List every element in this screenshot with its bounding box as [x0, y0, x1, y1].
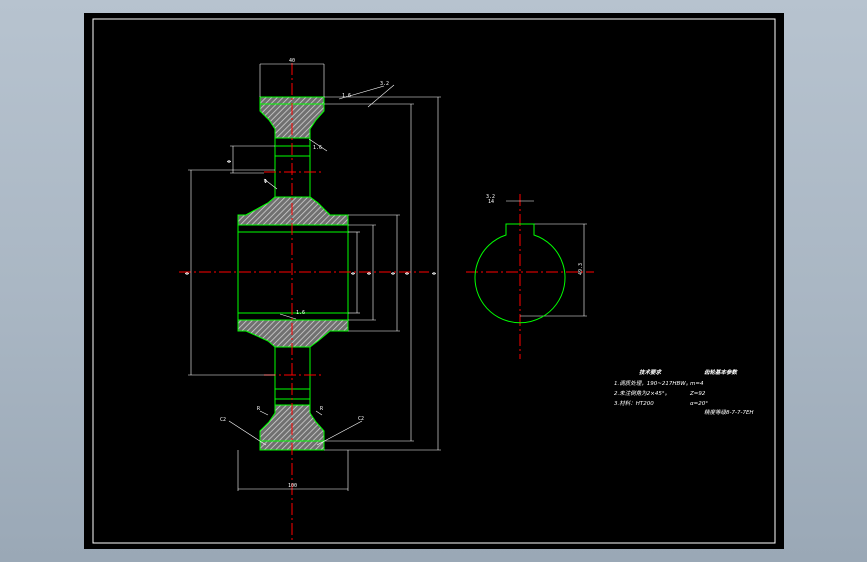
outer-dia-dim: Φ [432, 272, 438, 275]
rim-width-dim: 40 [289, 58, 295, 64]
center-lines [179, 63, 594, 541]
keyway-width-dim: 14 [488, 199, 494, 205]
chamfer-right: C2 [358, 416, 364, 422]
gear-section-view [237, 96, 349, 451]
chamfer-top-left: R [257, 406, 261, 412]
gear-parameters: 齿轮基本参数 m=4 Z=92 α=20° 精度等级8-7-7-7EH [689, 369, 754, 416]
bore-dia-dim: Φ [351, 272, 357, 275]
gear-param-teeth: Z=92 [689, 391, 706, 397]
chamfer-top-right: R [320, 406, 324, 412]
rim-inner-dia-dim: Φ [264, 179, 267, 185]
roughness-rim: 1.6 [342, 93, 351, 99]
gear-param-angle: α=20° [690, 401, 708, 407]
chamfer-left: C2 [220, 417, 226, 423]
drawing-sheet: 40 100 Φ Φ Φ Φ Φ Φ Φ Φ 14 49.3 1.6 3.2 1… [84, 13, 784, 549]
gear-params-title: 齿轮基本参数 [704, 369, 739, 376]
roughness-face: 3.2 [380, 81, 389, 87]
tech-req-item-3: 3.材料：HT200 [614, 400, 654, 407]
drawing-frame [92, 18, 776, 544]
hub-bore-dia-dim: Φ [367, 272, 373, 275]
cad-drawing: 40 100 Φ Φ Φ Φ Φ Φ Φ Φ 14 49.3 1.6 3.2 1… [92, 18, 776, 544]
tip-dia-dim: Φ [405, 272, 411, 275]
keyway-roughness: 3.2 [486, 194, 495, 200]
technical-requirements: 技术要求 1.调质处理，190~217HBW。 2.未注倒角为2×45°。 3.… [614, 369, 691, 407]
dimension-lines [188, 63, 587, 491]
bore-end-view [474, 223, 566, 324]
hub-width-dim: 100 [288, 483, 297, 489]
bore-keyway-outline [474, 223, 566, 324]
top-web-hatch [237, 196, 349, 226]
gear-param-precision: 精度等级8-7-7-7EH [704, 409, 754, 416]
tech-req-title: 技术要求 [639, 369, 663, 376]
hub-outer-dia-dim: Φ [185, 272, 191, 275]
roughness-bore: 1.6 [296, 310, 305, 316]
bottom-web-hatch [237, 319, 349, 348]
pitch-dia-dim: Φ [391, 272, 397, 275]
roughness-web: 1.6 [313, 145, 322, 151]
tech-req-item-2: 2.未注倒角为2×45°。 [614, 390, 670, 397]
web-hole-dia-dim: Φ [227, 160, 233, 163]
tech-req-item-1: 1.调质处理，190~217HBW。 [614, 380, 691, 387]
dimension-texts: 40 100 Φ Φ Φ Φ Φ Φ Φ Φ 14 49.3 1.6 3.2 1… [185, 58, 584, 489]
key-depth-dim: 49.3 [578, 263, 584, 275]
gear-param-module: m=4 [690, 381, 704, 387]
